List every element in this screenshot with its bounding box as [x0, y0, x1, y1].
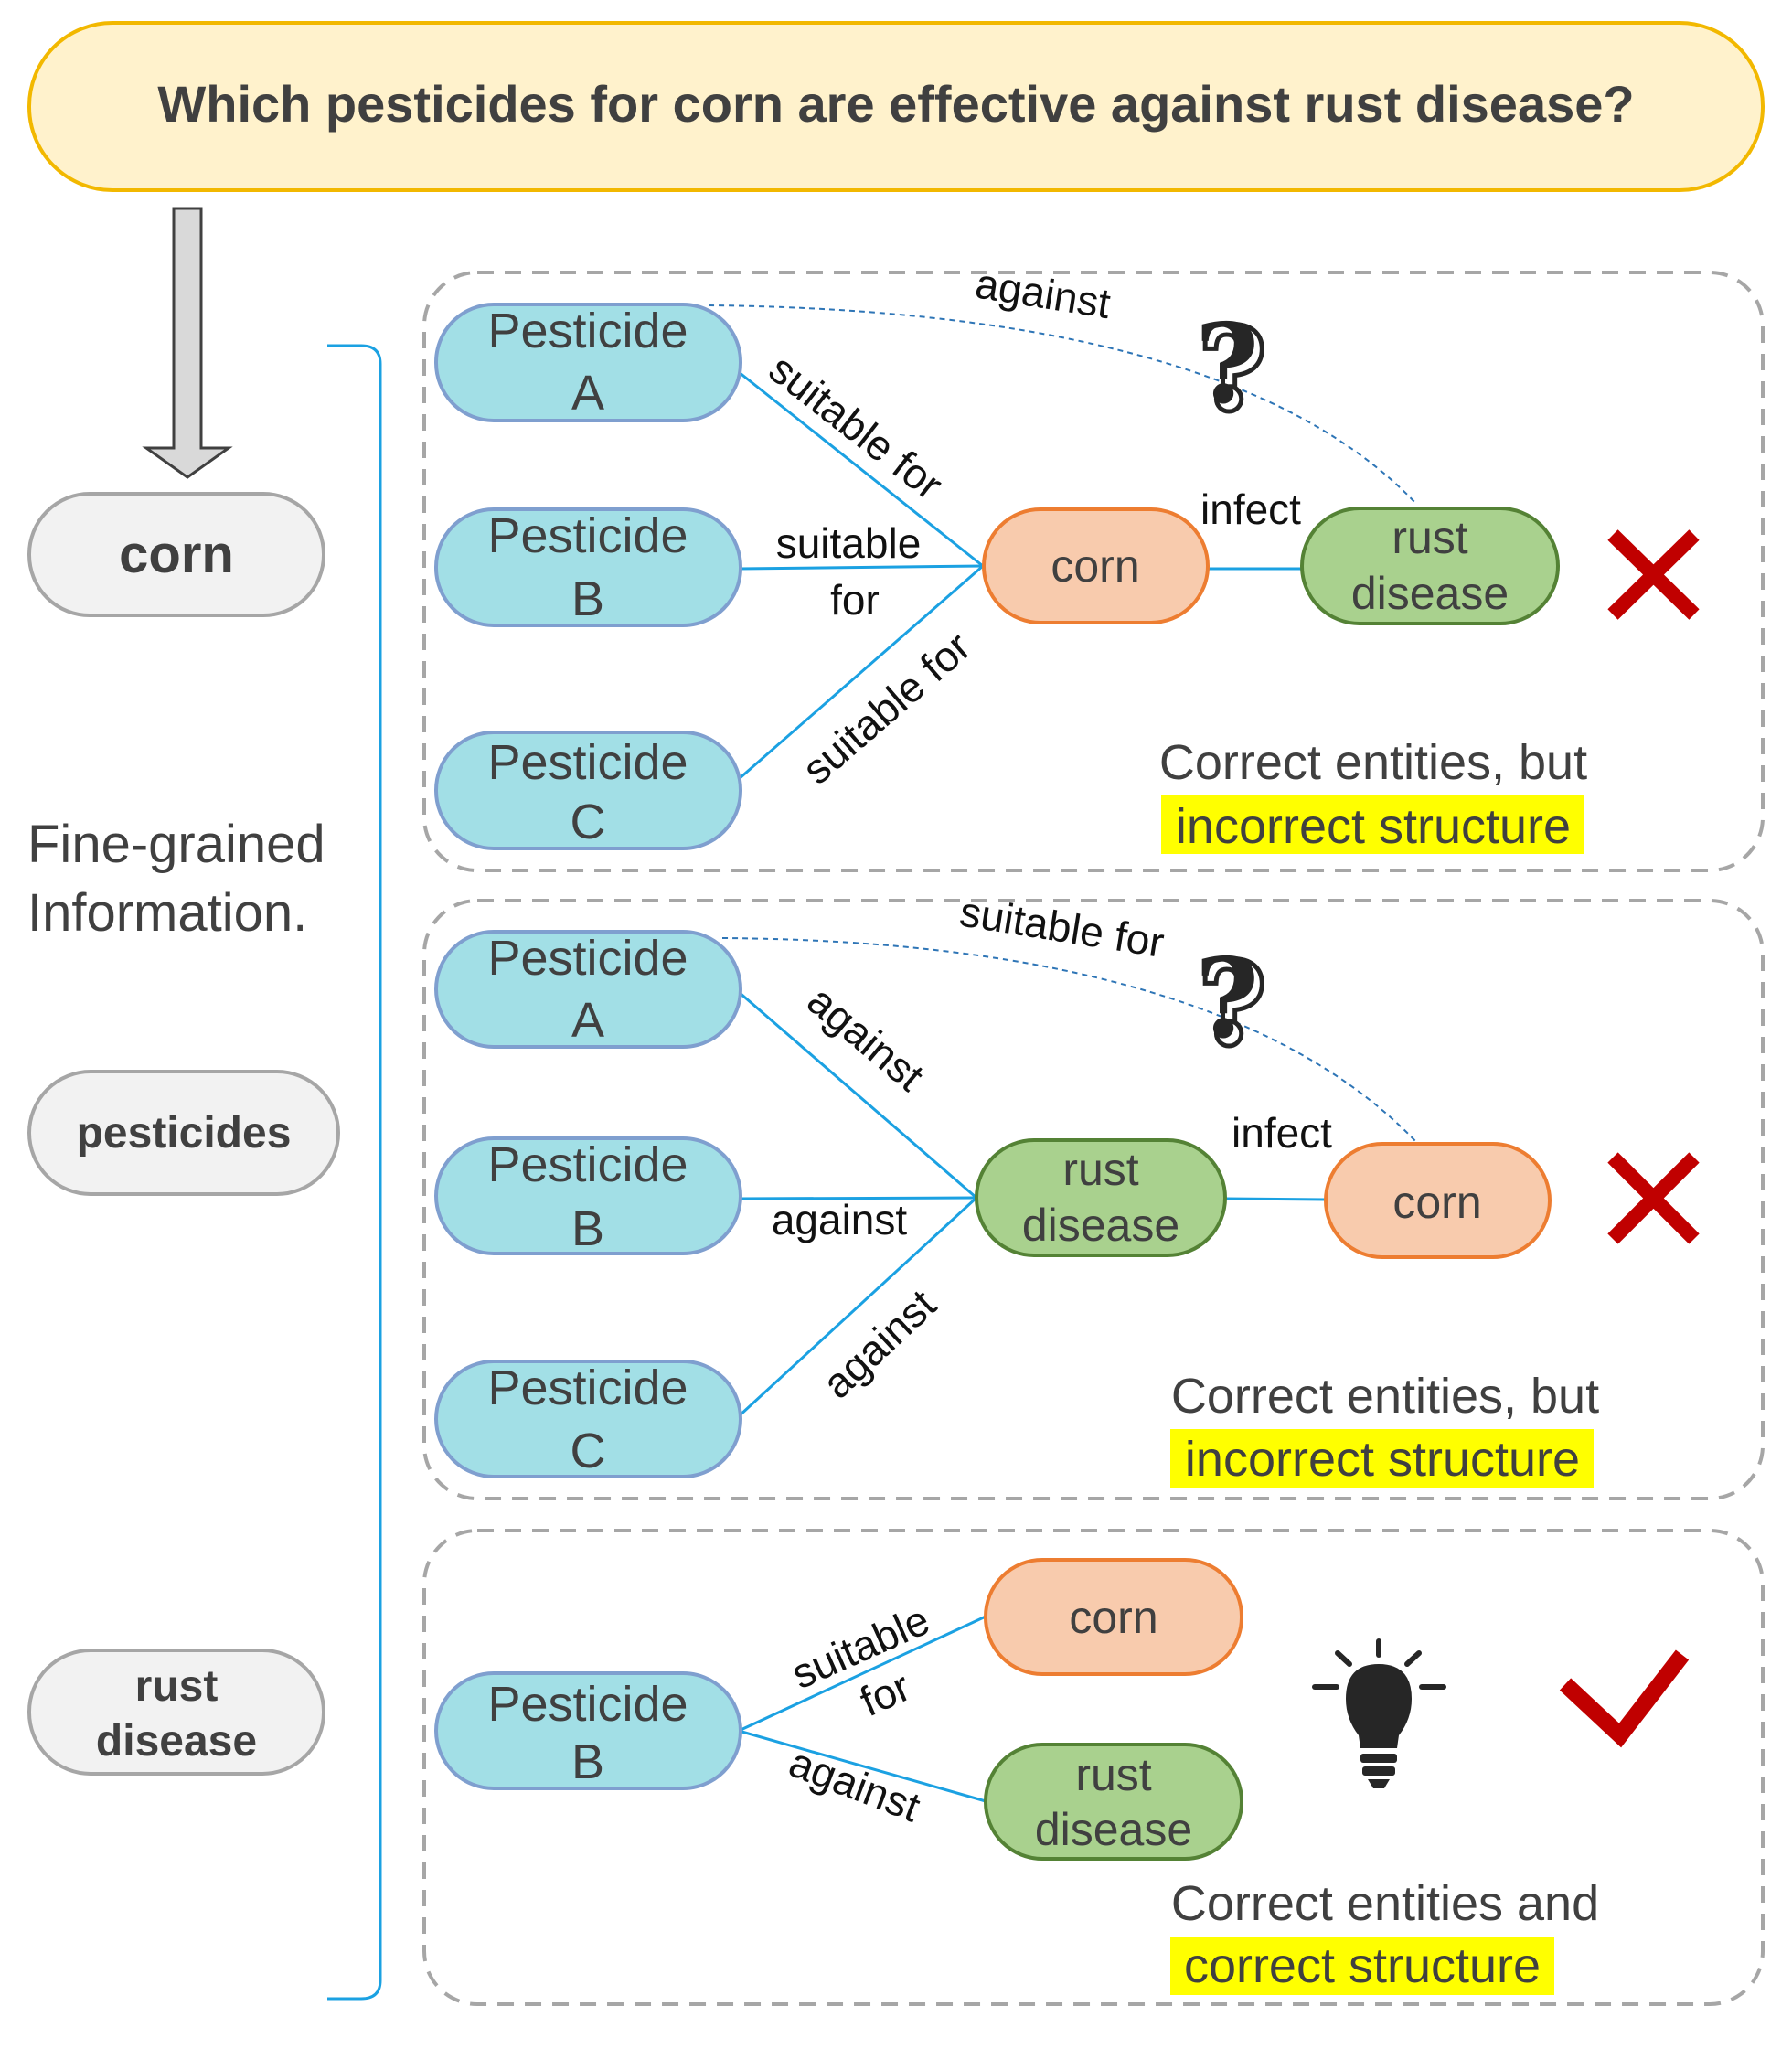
pesticide-a-label: Pesticide — [487, 931, 688, 986]
corn-node: corn — [984, 1558, 1243, 1676]
pesticide-b-node: Pesticide B — [434, 507, 742, 627]
edge-label-suitable-for-a: suitable for — [761, 345, 952, 509]
pesticide-b-letter: B — [571, 1734, 604, 1789]
bracket — [327, 344, 382, 2001]
keyword-pesticides-label: pesticides — [77, 1109, 292, 1158]
pesticide-b-node: Pesticide B — [434, 1136, 742, 1256]
verdict-highlight — [1170, 1937, 1554, 1995]
pesticide-c-label: Pesticide — [487, 1360, 688, 1415]
rust-disease-node: rust disease — [1300, 507, 1560, 625]
disease-label: disease — [1351, 568, 1509, 619]
rust-label: rust — [1392, 512, 1467, 563]
lightbulb-icon — [1312, 1638, 1446, 1788]
disease-label: disease — [1035, 1804, 1192, 1855]
caption-line-1: Fine-grained — [27, 815, 325, 874]
pesticide-c-node: Pesticide C — [434, 1360, 742, 1478]
pesticide-a-node: Pesticide A — [434, 930, 742, 1049]
corn-label: corn — [1392, 1177, 1481, 1228]
checkmark-icon — [1559, 1649, 1690, 1748]
panel-3: Pesticide B corn rust disease suitable f… — [422, 1529, 1765, 2006]
rust-disease-node: rust disease — [975, 1138, 1227, 1257]
pesticide-b-letter: B — [571, 571, 604, 626]
pesticide-a-letter: A — [571, 366, 604, 421]
keyword-rust-label-1: rust — [135, 1662, 219, 1711]
question-mark-icon: ? ? — [1195, 934, 1269, 1073]
pesticide-c-letter: C — [571, 795, 606, 849]
verdict-line-1: Correct entities and — [1171, 1876, 1599, 1931]
svg-text:?: ? — [1195, 300, 1259, 429]
pesticide-a-label: Pesticide — [487, 304, 688, 358]
pesticide-a-letter: A — [571, 993, 604, 1048]
verdict-line-2: incorrect structure — [1185, 1432, 1580, 1487]
keyword-pesticides: pesticides — [27, 1070, 340, 1196]
pesticide-c-label: Pesticide — [487, 735, 688, 790]
disease-label: disease — [1022, 1200, 1179, 1251]
pesticide-a-node: Pesticide A — [434, 303, 742, 422]
keyword-rust-label-2: disease — [96, 1717, 257, 1766]
svg-text:?: ? — [1200, 940, 1264, 1069]
keyword-corn: corn — [27, 492, 325, 617]
verdict-line-1: Correct entities, but — [1159, 735, 1587, 790]
edge-label-against-b: against — [772, 1196, 908, 1243]
svg-text:?: ? — [1200, 305, 1264, 434]
edge-label-against-c: against — [813, 1280, 944, 1407]
verdict-line-2: correct structure — [1184, 1938, 1541, 1993]
edge-label-against: against — [783, 1738, 926, 1831]
corn-label: corn — [1051, 540, 1139, 592]
edge-label-infect: infect — [1232, 1109, 1332, 1157]
verdict-highlight — [1170, 1429, 1594, 1488]
question-text: Which pesticides for corn are effective … — [157, 75, 1634, 133]
question-mark-icon: ? ? — [1195, 300, 1269, 439]
rust-disease-node: rust disease — [984, 1743, 1243, 1861]
edge-label-suitable-b-1: suitable — [776, 519, 922, 567]
corn-node: corn — [982, 507, 1210, 624]
corn-node: corn — [1324, 1142, 1552, 1259]
pesticide-b-label: Pesticide — [487, 1677, 688, 1732]
pesticide-c-letter: C — [571, 1424, 606, 1478]
verdict-line-1: Correct entities, but — [1171, 1369, 1599, 1424]
pesticide-b-node: Pesticide B — [434, 1671, 742, 1790]
panel-1: Pesticide A Pesticide B Pesticide C corn… — [422, 260, 1765, 872]
keyword-rust-disease: rust disease — [27, 1649, 325, 1776]
verdict-line-2: incorrect structure — [1176, 799, 1571, 854]
rust-label: rust — [1062, 1144, 1138, 1195]
rust-label: rust — [1075, 1749, 1151, 1800]
question-banner: Which pesticides for corn are effective … — [27, 21, 1765, 192]
cross-icon — [1607, 1152, 1700, 1244]
keyword-corn-label: corn — [119, 525, 234, 584]
edge-label-suitable-b-2: for — [830, 576, 880, 624]
panel-2: Pesticide A Pesticide B Pesticide C rust… — [422, 888, 1765, 1500]
edge-label-against-query: against — [972, 260, 1114, 328]
corn-label: corn — [1069, 1592, 1157, 1643]
caption-line-2: Information. — [27, 883, 307, 943]
pesticide-c-node: Pesticide C — [434, 731, 742, 850]
pesticide-b-label: Pesticide — [487, 508, 688, 563]
pesticide-b-label: Pesticide — [487, 1137, 688, 1192]
verdict-highlight — [1161, 795, 1584, 854]
edge-label-against-a: against — [799, 976, 933, 1100]
svg-text:?: ? — [1195, 934, 1259, 1063]
pesticide-b-letter: B — [571, 1201, 604, 1256]
down-arrow-icon — [142, 207, 233, 479]
edge-label-infect: infect — [1200, 485, 1301, 533]
cross-icon — [1607, 529, 1700, 620]
